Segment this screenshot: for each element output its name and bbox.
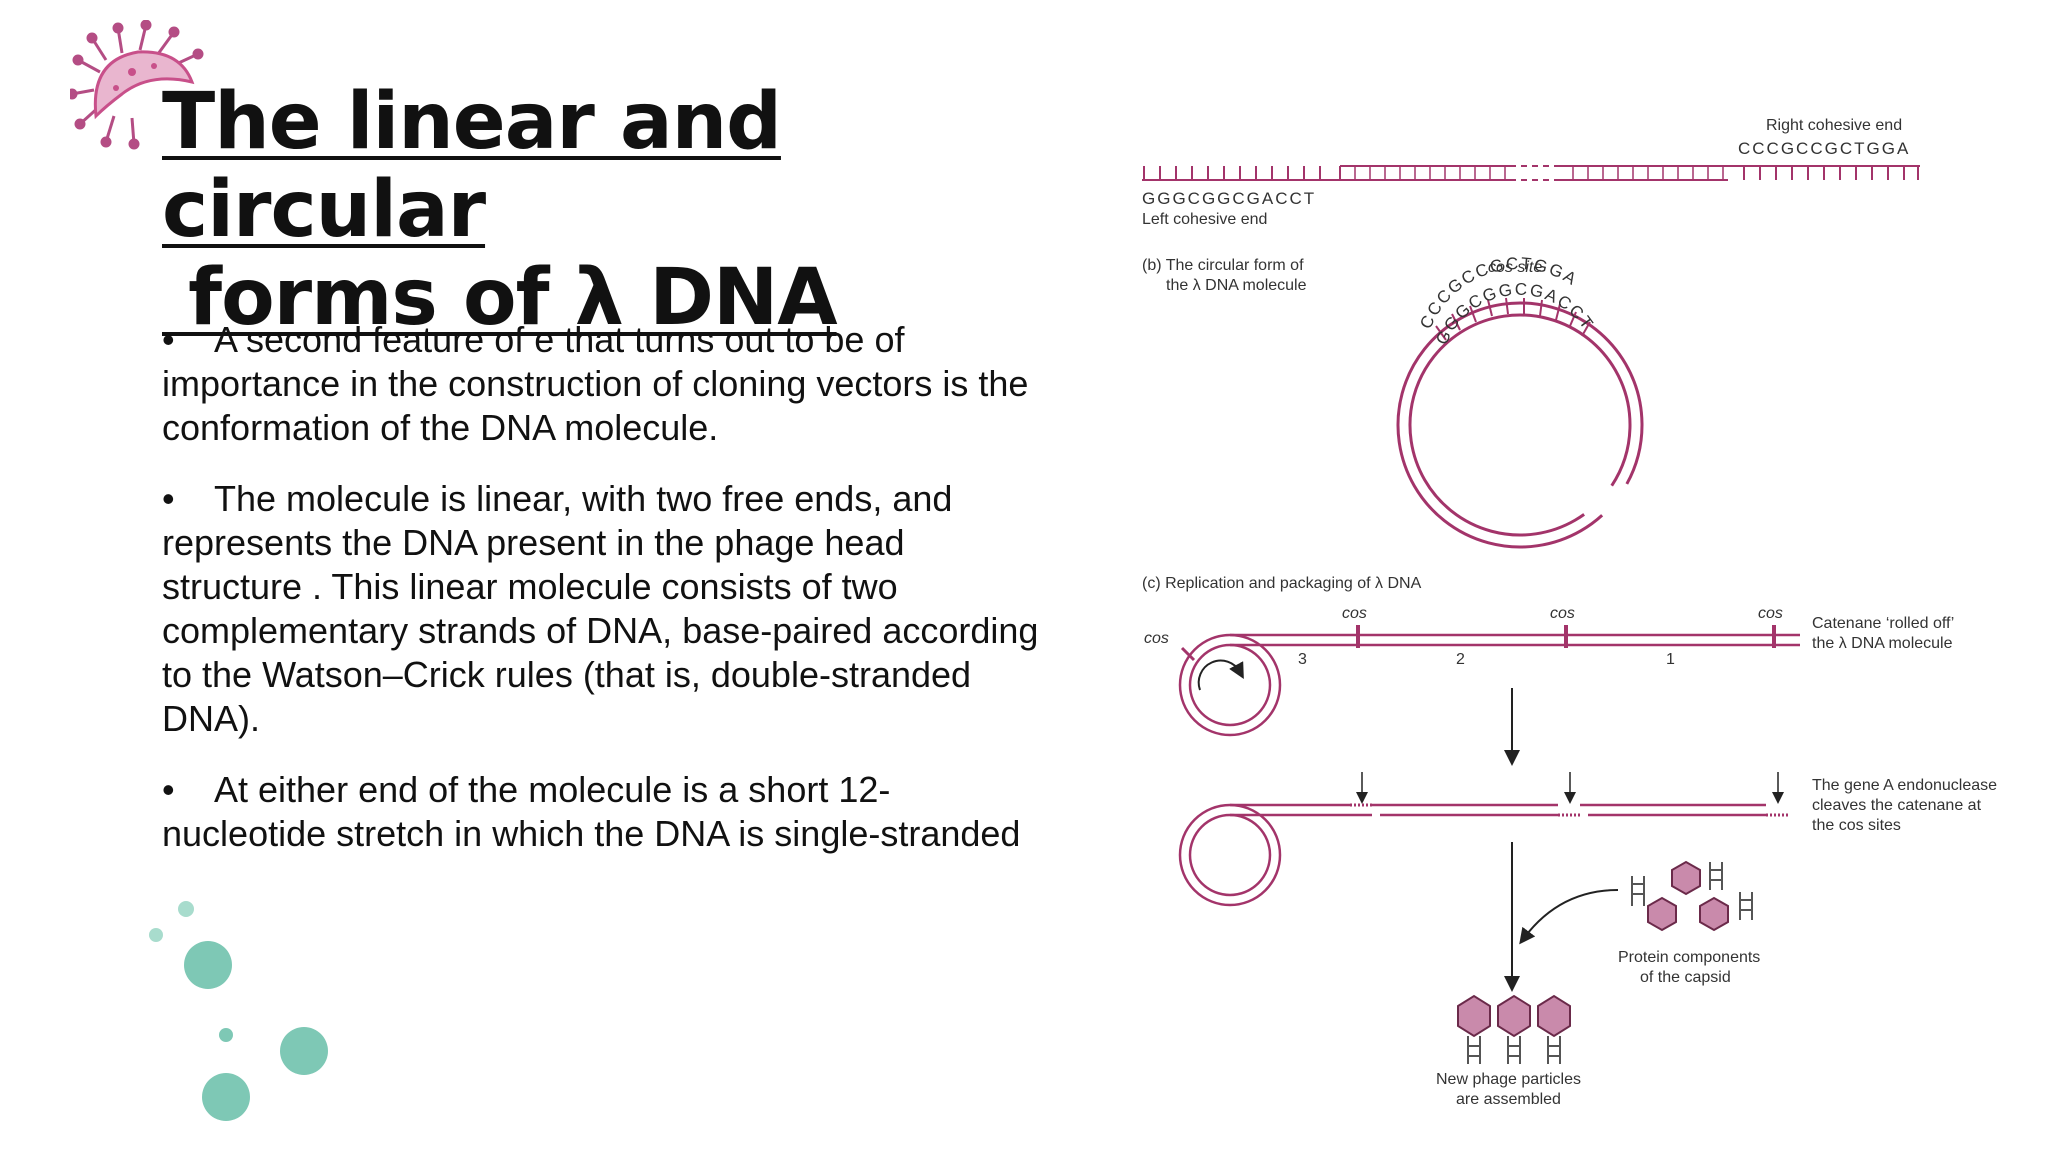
unit-number-1: 1 (1666, 651, 1675, 668)
title-line-2: forms of λ DNA (162, 253, 837, 343)
unit-number-2: 2 (1456, 651, 1465, 668)
endonuclease-label-3: the cos sites (1812, 817, 1901, 834)
replication-packaging-label: (c) Replication and packaging of λ DNA (1142, 575, 1422, 592)
title-line-1: The linear and circular (162, 77, 782, 255)
cos-site-label: cos site (1488, 259, 1542, 276)
bullet-list: •A second feature of e that turns out to… (162, 318, 1042, 883)
decorative-dots (149, 901, 328, 1121)
protein-components-label-2: of the capsid (1640, 969, 1731, 986)
bullet-marker: • (162, 478, 175, 519)
bullet-marker: • (162, 769, 175, 810)
bullet-marker: • (162, 319, 175, 360)
circular-dna-diagram (1396, 297, 1644, 549)
right-cohesive-end-label: Right cohesive end (1766, 117, 1902, 134)
linear-dna-diagram (1142, 165, 1920, 181)
cos-label-3: cos (1342, 605, 1367, 622)
phage-particles-label-2: are assembled (1456, 1091, 1561, 1108)
circular-form-label-1: (b) The circular form of (1142, 257, 1304, 274)
left-cohesive-end-label: Left cohesive end (1142, 211, 1267, 228)
cos-label-2: cos (1550, 605, 1575, 622)
bullet-text: A second feature of e that turns out to … (162, 319, 1029, 448)
circular-form-label-2: the λ DNA molecule (1166, 277, 1307, 294)
cos-label-left: cos (1144, 630, 1169, 647)
phage-particles-label-1: New phage particles (1436, 1071, 1581, 1088)
unit-number-3: 3 (1298, 651, 1307, 668)
bullet-text: The molecule is linear, with two free en… (162, 478, 1039, 739)
catenane-label-2: the λ DNA molecule (1812, 635, 1953, 652)
endonuclease-label-2: cleaves the catenane at (1812, 797, 1982, 814)
protein-components-label-1: Protein components (1618, 949, 1760, 966)
left-cohesive-sequence: GGGCGGCGACCT (1142, 189, 1316, 208)
slide-title: The linear and circular forms of λ DNA (162, 78, 1122, 342)
lambda-dna-figure: Right cohesive end CCCGCCGCTGGA GGGCGGCG… (1142, 117, 1997, 1108)
capsid-components-icon (1631, 860, 1753, 932)
endonuclease-label-1: The gene A endonuclease (1812, 777, 1997, 794)
bullet-item: •At either end of the molecule is a shor… (162, 768, 1042, 856)
cos-label-1: cos (1758, 605, 1783, 622)
virus-icon (70, 20, 204, 150)
catenane-diagram (1178, 625, 1800, 737)
right-cohesive-sequence: CCCGCCGCTGGA (1738, 139, 1910, 158)
phage-particles-icon (1457, 994, 1571, 1064)
catenane-label-1: Catenane ‘rolled off’ (1812, 615, 1954, 632)
cleaved-catenane-diagram (1178, 803, 1788, 907)
bullet-text: At either end of the molecule is a short… (162, 769, 1021, 854)
bullet-item: •A second feature of e that turns out to… (162, 318, 1042, 450)
bullet-item: •The molecule is linear, with two free e… (162, 477, 1042, 741)
